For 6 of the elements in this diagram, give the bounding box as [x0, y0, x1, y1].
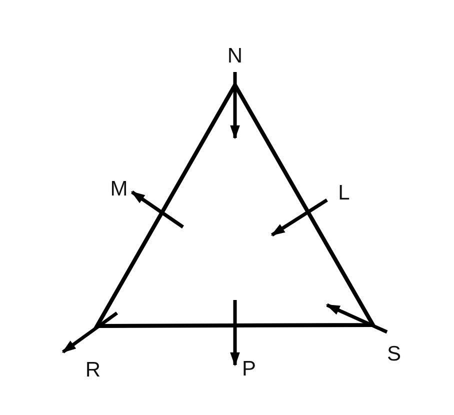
point-label: L: [338, 182, 350, 204]
point-label: S: [387, 344, 401, 364]
point-label: M: [110, 178, 128, 200]
point-label: R: [85, 360, 101, 380]
point-label: N: [227, 46, 243, 66]
point-label: P: [242, 358, 256, 380]
